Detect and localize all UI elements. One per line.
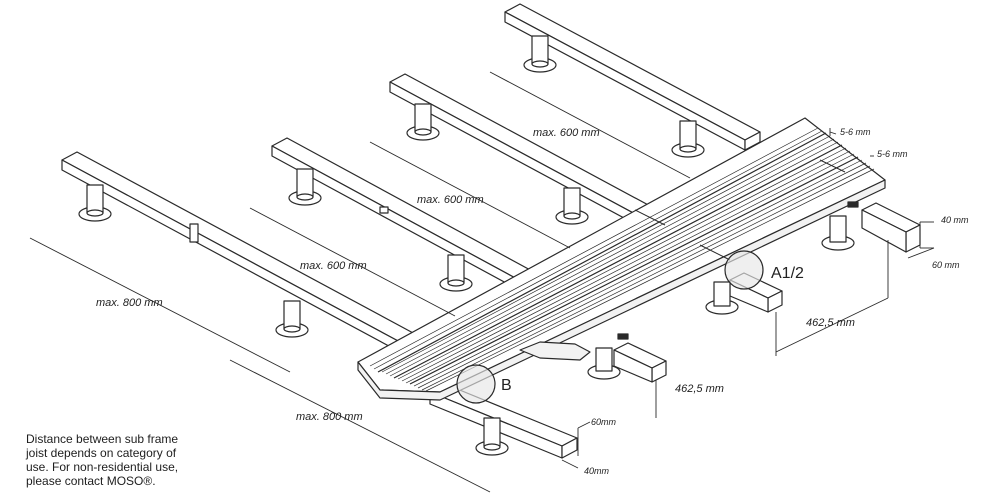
detail-a-label: A1/2 — [771, 265, 804, 282]
detail-b-label: B — [501, 377, 512, 394]
joist-spacing-label-1: max. 600 mm — [533, 127, 600, 139]
joist-spacing-label-3: max. 600 mm — [300, 260, 367, 272]
joist-3 — [271, 137, 546, 297]
overhang-label-2: 462,5 mm — [675, 383, 724, 395]
pedestal-spacing-label-1: max. 800 mm — [96, 297, 163, 309]
pedestal-spacing-label-2: max. 800 mm — [296, 411, 363, 423]
pedestal — [523, 35, 557, 73]
pedestal — [555, 187, 589, 225]
joist-4 — [61, 151, 416, 353]
gap-label-2: 5-6 mm — [877, 149, 908, 159]
joist-width-label-right: 60 mm — [932, 260, 960, 270]
joist-connector — [379, 206, 389, 214]
overhang-label-1: 462,5 mm — [806, 317, 855, 329]
pedestal — [587, 347, 621, 380]
detail-b-circle — [456, 364, 496, 404]
footnote-line: joist depends on category of — [26, 446, 177, 460]
footnote-line: use. For non-residential use, — [26, 460, 179, 474]
detail-a-circle — [724, 250, 764, 290]
pedestal — [439, 254, 473, 292]
joist-front — [429, 383, 578, 459]
pedestal — [821, 215, 855, 251]
clip — [847, 201, 859, 208]
footnote-line: please contact MOSO®. — [26, 474, 156, 488]
pedestal — [275, 300, 309, 338]
dimension-lines — [29, 71, 935, 493]
joist-connector — [189, 223, 199, 243]
pedestal — [406, 103, 440, 141]
joist-2 — [389, 73, 666, 233]
pedestal — [705, 281, 739, 315]
joist-spacing-label-2: max. 600 mm — [417, 194, 484, 206]
joist-height-label-right: 40 mm — [941, 215, 969, 225]
footnote: Distance between sub frame joist depends… — [26, 432, 226, 488]
pedestal — [288, 168, 322, 206]
pedestal — [475, 417, 509, 456]
pedestal — [671, 120, 705, 158]
decking-boards — [357, 117, 886, 401]
joist-1 — [504, 3, 761, 158]
pedestal — [78, 184, 112, 222]
footnote-line: Distance between sub frame — [26, 432, 179, 446]
joist-height-label-front: 60mm — [591, 417, 617, 427]
clip — [617, 333, 629, 340]
joist-width-label-front: 40mm — [584, 466, 610, 476]
joist-end-3 — [587, 342, 667, 383]
joist-end-1 — [821, 202, 921, 253]
gap-label-1: 5-6 mm — [840, 127, 871, 137]
